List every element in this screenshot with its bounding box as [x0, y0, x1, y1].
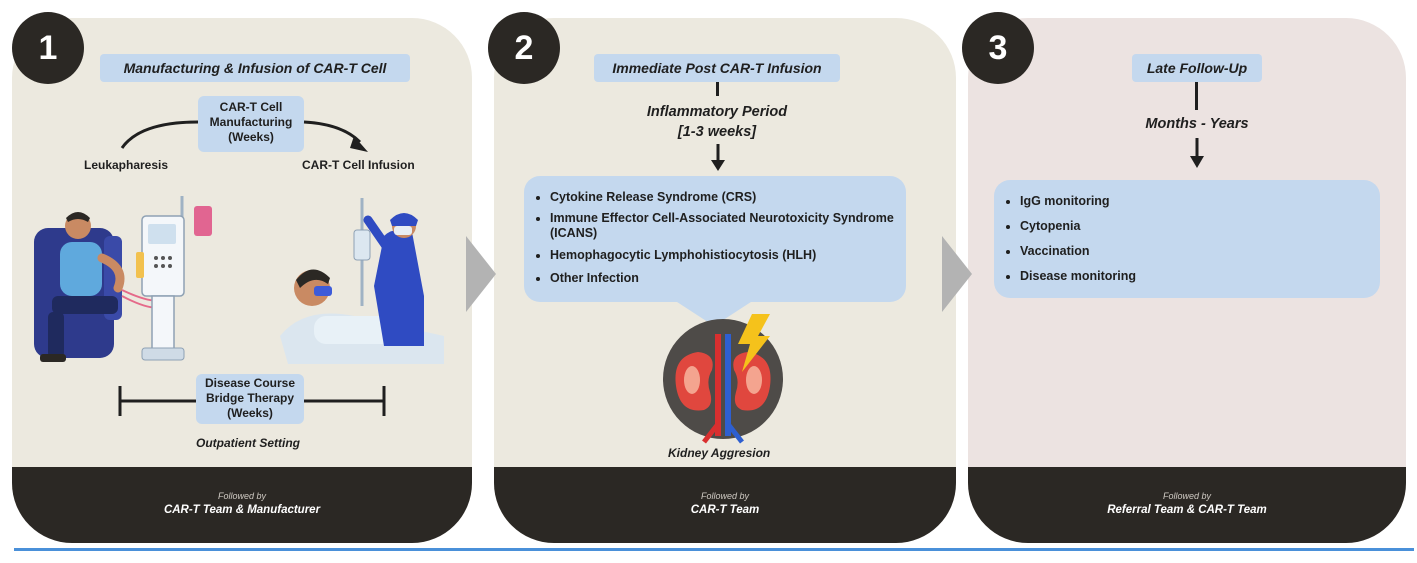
bridge-line-2: Bridge Therapy	[205, 391, 295, 405]
infusion-label: CAR-T Cell Infusion	[302, 158, 415, 172]
chevron-right-icon	[942, 236, 972, 312]
complication-item: Immune Effector Cell-Associated Neurotox…	[550, 211, 906, 241]
follow-up-item: Vaccination	[1020, 244, 1380, 258]
complication-item: Hemophagocytic Lymphohistiocytosis (HLH)	[550, 248, 906, 262]
period-line-2: [1-3 weeks]	[677, 124, 757, 140]
stage-3-title: Late Follow-Up	[1132, 54, 1262, 82]
inflammatory-period-label: Inflammatory Period [1-3 weeks]	[614, 102, 820, 142]
apheresis-patient-icon	[34, 212, 167, 362]
stage-3-connector-top	[1195, 82, 1198, 110]
stage-3-badge: 3	[962, 12, 1034, 84]
manufacturing-line-1: CAR-T Cell	[219, 100, 283, 114]
bridge-therapy-box: Disease Course Bridge Therapy (Weeks)	[196, 374, 304, 424]
stage-2-footer: Followed by CAR-T Team	[494, 467, 956, 543]
chevron-right-icon	[466, 236, 496, 312]
months-years-label: Months - Years	[1145, 116, 1249, 132]
leukapharesis-label: Leukapharesis	[84, 158, 169, 172]
stage-2-followed-by: Followed by	[700, 491, 750, 501]
stage-3-footer: Followed by Referral Team & CAR-T Team	[968, 467, 1406, 543]
manufacturing-line-2: Manufacturing	[209, 115, 293, 129]
complication-item: Cytokine Release Syndrome (CRS)	[550, 190, 906, 204]
stage-1-footer: Followed by CAR-T Team & Manufacturer	[12, 467, 472, 543]
infusion-nurse-icon	[280, 198, 444, 364]
bridge-line-3: (Weeks)	[227, 406, 273, 420]
complication-item: Other Infection	[550, 271, 906, 285]
follow-up-list: IgG monitoring Cytopenia Vaccination Dis…	[994, 180, 1380, 298]
stage-2-panel: Immediate Post CAR-T Infusion Inflammato…	[494, 18, 956, 543]
complications-list: Cytokine Release Syndrome (CRS) Immune E…	[524, 176, 906, 302]
stage-2-down-arrow	[711, 144, 725, 171]
manufacturing-arc-arrow	[120, 120, 368, 152]
stage-3-followed-by: Followed by	[1162, 491, 1212, 501]
kidney-aggression-label: Kidney Aggresion	[668, 446, 771, 460]
stage-2-badge: 2	[488, 12, 560, 84]
stage-3-down-arrow	[1190, 138, 1204, 168]
manufacturing-box: CAR-T Cell Manufacturing (Weeks)	[198, 96, 304, 152]
speech-pointer	[674, 300, 754, 326]
manufacturing-line-3: (Weeks)	[228, 130, 274, 144]
bottom-rule	[14, 548, 1414, 551]
follow-up-item: Cytopenia	[1020, 219, 1380, 233]
stage-1-badge: 1	[12, 12, 84, 84]
lightning-icon	[738, 314, 770, 372]
period-line-1: Inflammatory Period	[646, 104, 788, 120]
stage-1-team: CAR-T Team & Manufacturer	[163, 504, 321, 516]
stage-1-panel: Manufacturing & Infusion of CAR-T Cell C…	[12, 18, 472, 543]
apheresis-machine-icon	[136, 196, 212, 361]
stage-3-panel: Late Follow-Up Months - Years IgG monito…	[968, 18, 1406, 543]
follow-up-item: Disease monitoring	[1020, 269, 1380, 283]
stage-2-connector-top	[716, 82, 719, 96]
stage-2-team: CAR-T Team	[690, 504, 760, 516]
stage-3-team: Referral Team & CAR-T Team	[1107, 504, 1267, 516]
outpatient-setting-label: Outpatient Setting	[196, 436, 300, 450]
bridge-line-1: Disease Course	[204, 376, 296, 390]
stage-1-title: Manufacturing & Infusion of CAR-T Cell	[100, 54, 410, 82]
stage-1-followed-by: Followed by	[217, 491, 267, 501]
stage-2-title: Immediate Post CAR-T Infusion	[594, 54, 840, 82]
follow-up-item: IgG monitoring	[1020, 194, 1380, 208]
